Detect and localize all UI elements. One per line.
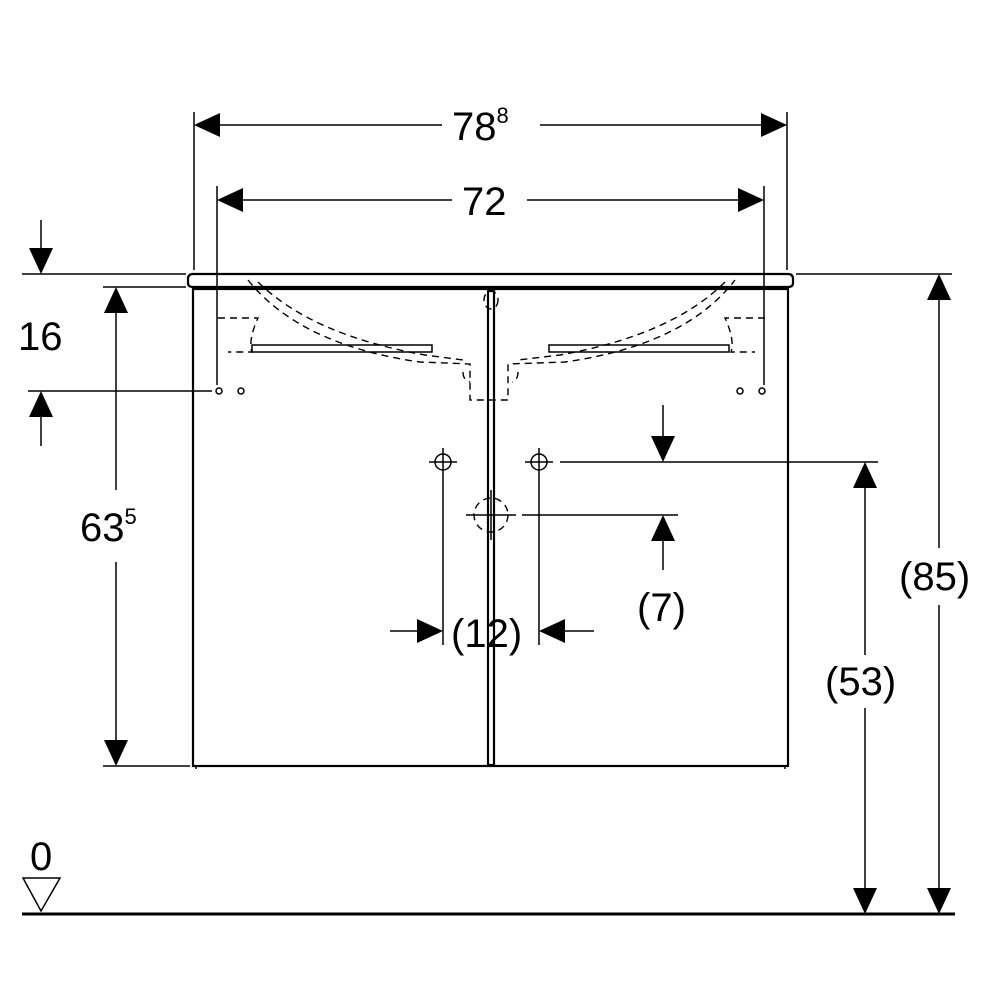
label-total-height: (85) — [899, 555, 970, 599]
label-basin-width: 72 — [462, 180, 507, 224]
extension-lines — [22, 112, 952, 767]
dim-outlet-spacing — [390, 619, 594, 643]
dim-cabinet-height — [104, 287, 128, 766]
label-outlet-spacing: (12) — [451, 612, 522, 656]
supply-right-icon — [525, 448, 553, 476]
dim-outlet-height — [853, 462, 877, 914]
dim-overall-width — [194, 113, 787, 137]
handle-left — [251, 344, 433, 353]
dim-basin-width — [217, 188, 764, 212]
label-outlet-height: (53) — [825, 660, 896, 704]
floor-level-marker-icon — [21, 877, 62, 913]
dim-top-drop — [29, 220, 53, 446]
washbasin-cabinet — [186, 272, 795, 769]
dim-outlet-offset — [651, 405, 675, 570]
drain-icon — [466, 490, 516, 540]
label-overall-width: 788 — [452, 103, 509, 149]
mounting-holes — [215, 387, 766, 395]
supply-left-icon — [429, 448, 457, 476]
handle-right — [548, 344, 730, 353]
dim-total-height — [927, 274, 951, 914]
label-top-drop: 16 — [18, 315, 63, 359]
label-outlet-offset: (7) — [637, 586, 686, 630]
label-cabinet-height: 635 — [80, 504, 137, 550]
hidden-basin-bowl — [218, 279, 765, 401]
basin-top — [186, 272, 795, 289]
label-floor-level: 0 — [30, 835, 52, 879]
